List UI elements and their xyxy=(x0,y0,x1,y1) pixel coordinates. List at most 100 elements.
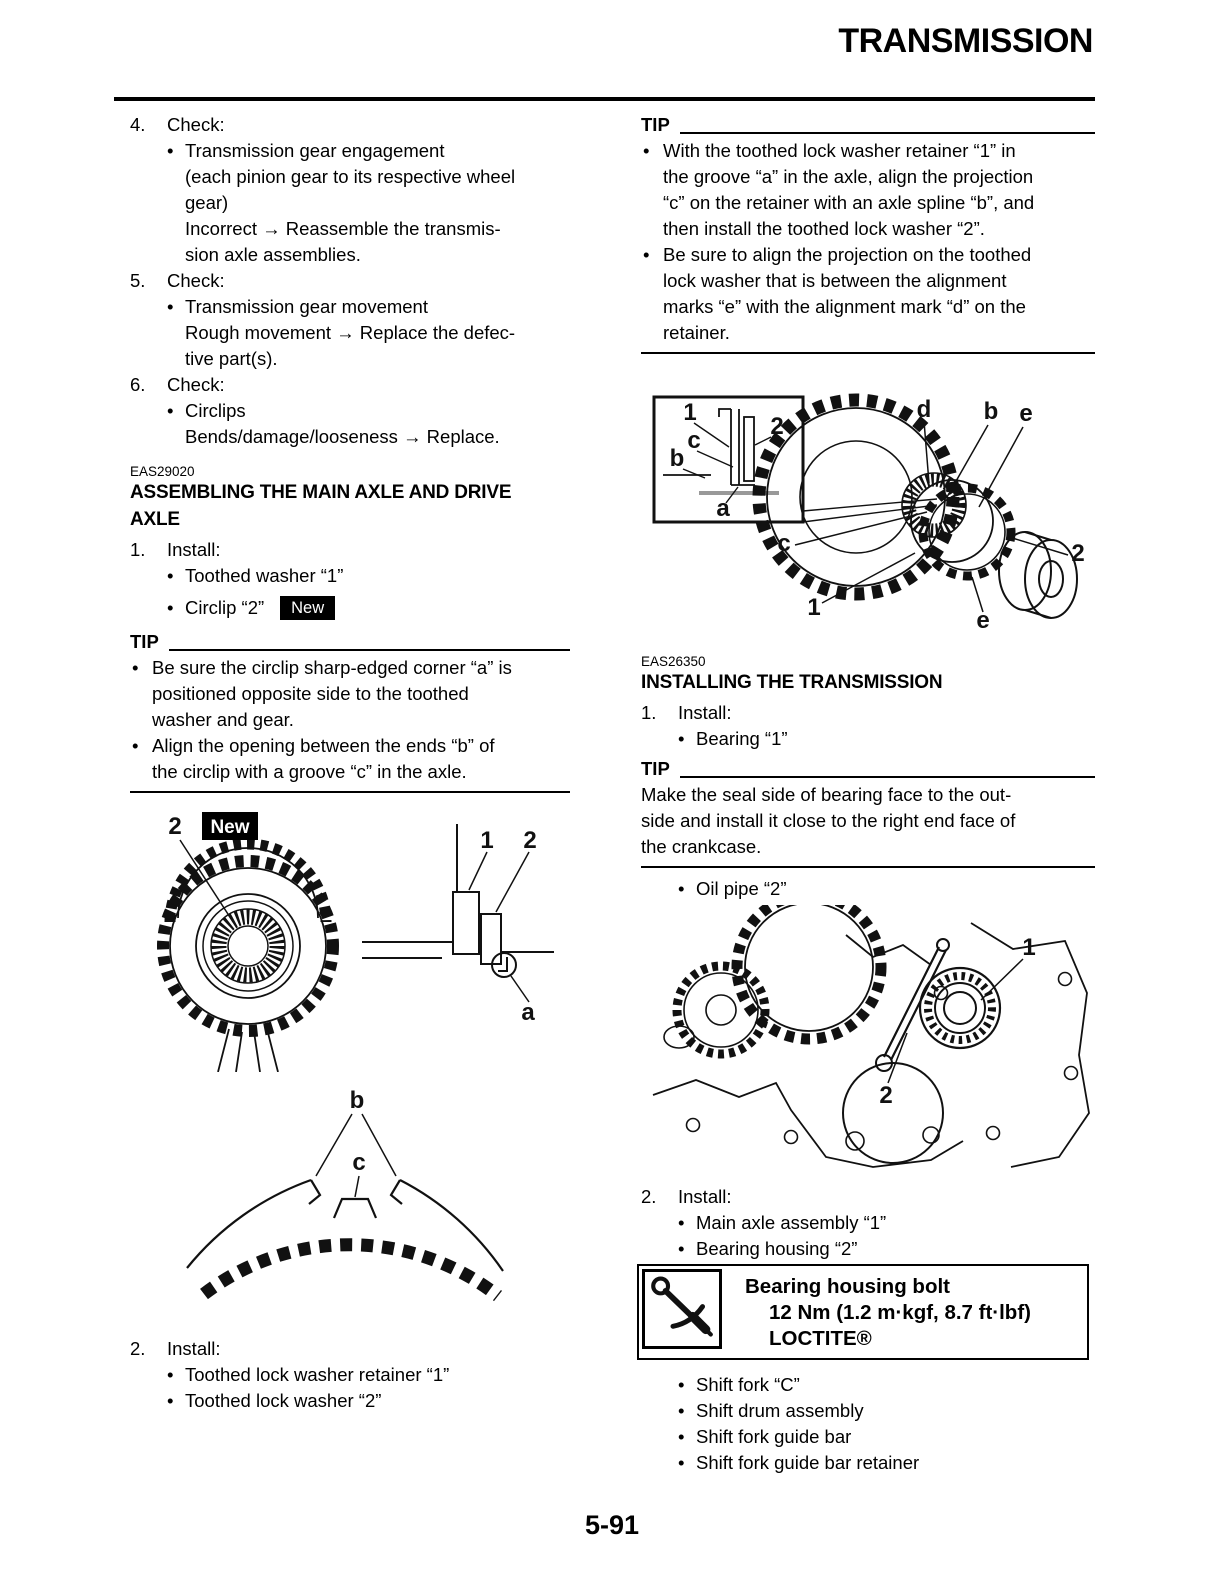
install-list-4: 2.Install: •Main axle assembly “1” •Bear… xyxy=(641,1184,1095,1262)
line-text: Circlips xyxy=(185,400,246,421)
line-text: gear) xyxy=(185,192,229,213)
bullet-marker: • xyxy=(167,296,174,317)
figure-circlip-gap: b c xyxy=(130,1078,570,1326)
section-code: EAS26350 xyxy=(641,654,706,669)
callout-washer-2: 2 xyxy=(1071,540,1084,567)
line-text: marks “e” with the alignment mark “d” on… xyxy=(663,296,1026,317)
install-list-3: 1.Install: •Bearing “1” xyxy=(641,700,1095,752)
number-marker: 1. xyxy=(130,539,146,560)
list-line: •Main axle assembly “1” xyxy=(641,1210,1095,1236)
tip-rule xyxy=(168,648,570,651)
line-text: then install the toothed lock washer “2”… xyxy=(663,218,985,239)
line-text: positioned opposite side to the toothed xyxy=(152,683,469,704)
figure-crankcase-bearing-drawing: 1 2 xyxy=(652,905,1090,1168)
bullet-marker: • xyxy=(678,1426,685,1447)
number-marker: 2. xyxy=(130,1338,146,1359)
list-line: • Transmission gear engagement xyxy=(130,138,570,164)
list-line: •Bearing housing “2” xyxy=(641,1236,1095,1262)
figure-circlip-installation-drawing: 2 New 1 2 a xyxy=(157,812,554,1072)
callout-inset-groove-a: a xyxy=(716,495,730,522)
callout-washer-1: 1 xyxy=(480,827,493,854)
callout-spline-b: b xyxy=(984,398,999,425)
line-text: Be sure to align the projection on the t… xyxy=(663,244,1032,265)
list-line: Bends/damage/looseness → Replace. xyxy=(130,424,570,450)
callout-oil-pipe-2: 2 xyxy=(879,1082,892,1109)
line-text: Check: xyxy=(167,270,225,291)
bullet-marker: • xyxy=(643,140,650,161)
new-part-badge xyxy=(202,812,258,840)
section-code: EAS29020 xyxy=(130,464,195,479)
line-text: Make the seal side of bearing face to th… xyxy=(641,784,1012,805)
list-line: gear) xyxy=(130,190,570,216)
line-text: Shift fork guide bar retainer xyxy=(696,1452,920,1473)
list-line: •Circlip “2”New xyxy=(130,595,570,621)
callout-inset-retainer-1: 1 xyxy=(683,399,696,426)
install-list-2: 2. Install: •Toothed lock washer retainer… xyxy=(130,1336,570,1414)
list-line: •Toothed lock washer retainer “1” xyxy=(130,1362,570,1388)
page-number: 5-91 xyxy=(584,1510,640,1540)
list-line: •Toothed washer “1” xyxy=(130,563,570,589)
tip-note-1: TIP • Be sure the circlip sharp-edged cor… xyxy=(130,629,570,793)
line-text: retainer. xyxy=(663,322,730,343)
list-line: 2.Install: xyxy=(641,1184,1095,1210)
tip-end-rule xyxy=(130,791,570,793)
line-text: Toothed lock washer “2” xyxy=(185,1390,382,1411)
torque-spec-name: Bearing housing bolt xyxy=(745,1275,950,1298)
callout-inset-spline-b: b xyxy=(670,445,685,472)
tip-line: washer and gear. xyxy=(130,707,570,733)
new-part-badge: New xyxy=(280,596,336,620)
line-text: Install: xyxy=(678,1186,732,1207)
tip-line: retainer. xyxy=(641,320,1095,346)
bullet-marker: • xyxy=(678,878,685,899)
tip-rule xyxy=(679,131,1095,134)
bullet-marker: • xyxy=(167,1364,174,1385)
torque-spec-box: Bearing housing bolt 12 Nm (1.2 m·kgf, 8… xyxy=(637,1264,1095,1360)
line-text: Install: xyxy=(167,1338,221,1359)
bullet-marker: • xyxy=(132,735,139,756)
bullet-marker: • xyxy=(678,1452,685,1473)
bullet-marker: • xyxy=(167,140,174,161)
page-title: TRANSMISSION xyxy=(838,22,1093,60)
tip-line: • With the toothed lock washer retainer “… xyxy=(641,138,1095,164)
bullet-marker: • xyxy=(132,657,139,678)
line-text: Check: xyxy=(167,114,225,135)
tip-label: TIP xyxy=(641,114,670,135)
bullet-marker: • xyxy=(678,1238,685,1259)
line-text: washer and gear. xyxy=(152,709,294,730)
tip-label: TIP xyxy=(130,631,159,652)
tip-line: Make the seal side of bearing face to th… xyxy=(641,782,1095,808)
line-text: Be sure the circlip sharp-edged corner “… xyxy=(152,657,512,678)
section-title: INSTALLING THE TRANSMISSION xyxy=(641,672,943,693)
column-left: 4.Check: •Transmission gear engagement (… xyxy=(130,0,570,1584)
line-text: With the toothed lock washer retainer “1… xyxy=(663,140,1016,161)
line-text: Shift fork “C” xyxy=(696,1374,800,1395)
check-list: 4.Check: •Transmission gear engagement (… xyxy=(130,112,570,450)
line-text: Transmission gear engagement xyxy=(185,140,445,161)
tip-end-rule xyxy=(641,352,1095,354)
list-line: tive part(s). xyxy=(130,346,570,372)
callout-mark-e-top: e xyxy=(1019,400,1032,427)
line-text: Bends/damage/looseness → Replace. xyxy=(185,426,500,447)
list-line: 5.Check: xyxy=(130,268,570,294)
install-list-5: •Shift fork “C” •Shift drum assembly •Sh… xyxy=(641,1372,1095,1476)
bullet-marker: • xyxy=(678,1400,685,1421)
line-text: Align the opening between the ends “b” o… xyxy=(152,735,495,756)
new-badge-label: New xyxy=(210,817,249,838)
list-line: sion axle assemblies. xyxy=(130,242,570,268)
tip-line: side and install it close to the right e… xyxy=(641,808,1095,834)
tip-line: “c” on the retainer with an axle spline … xyxy=(641,190,1095,216)
line-text: Install: xyxy=(678,702,732,723)
list-line: Rough movement → Replace the defec- xyxy=(130,320,570,346)
tip-heading: TIP xyxy=(130,629,570,655)
number-marker: 4. xyxy=(130,114,146,135)
torque-spec-value: 12 Nm (1.2 m·kgf, 8.7 ft·lbf) xyxy=(769,1301,1031,1324)
line-text: “c” on the retainer with an axle spline … xyxy=(663,192,1035,213)
line-text: sion axle assemblies. xyxy=(185,244,361,265)
list-line: •Shift fork “C” xyxy=(641,1372,1095,1398)
callout-projection-c: c xyxy=(777,530,790,557)
torque-spec-compound: LOCTITE® xyxy=(769,1327,872,1350)
line-text: lock washer that is between the alignmen… xyxy=(663,270,1007,291)
bullet-marker: • xyxy=(167,565,174,586)
line-text: Circlip “2” xyxy=(185,597,265,618)
